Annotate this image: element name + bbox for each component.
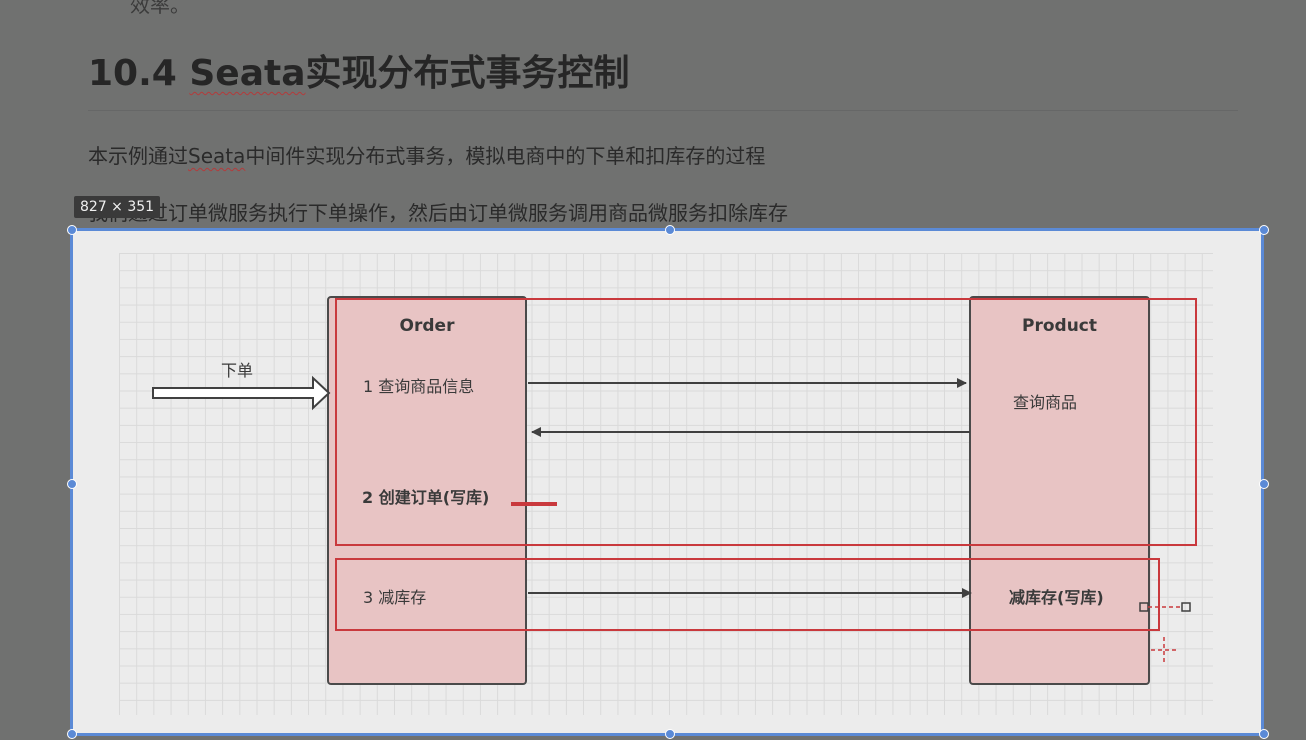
para1-prefix: 本示例通过 <box>88 144 188 168</box>
order-step1-label: 1 查询商品信息 <box>363 377 475 396</box>
heading-keyword: Seata <box>189 53 306 94</box>
diagram-image-selection[interactable]: Order 1 查询商品信息 2 创建订单(写库) 3 减库存 Product … <box>67 225 1269 739</box>
resize-handle-bottom-center[interactable] <box>665 729 675 739</box>
entry-arrow <box>152 375 331 411</box>
resize-handle-top-left[interactable] <box>67 225 77 235</box>
document-top-fragment: 效率。 <box>130 0 190 17</box>
resize-handle-top-right[interactable] <box>1259 225 1269 235</box>
order-step2-label: 2 创建订单(写库) <box>362 488 490 507</box>
para1-rest: 中间件实现分布式事务，模拟电商中的下单和扣库存的过程 <box>245 144 766 168</box>
heading-divider <box>88 110 1238 111</box>
product-reduce-label: 减库存(写库) <box>1009 588 1104 607</box>
order-step3-label: 3 减库存 <box>363 588 427 607</box>
product-service-box: Product <box>969 296 1150 685</box>
paragraph-intro: 本示例通过Seata中间件实现分布式事务，模拟电商中的下单和扣库存的过程 <box>88 144 765 168</box>
connector-handle-marks <box>1139 602 1191 663</box>
highlight-underline-mark <box>511 502 557 506</box>
entry-order-label: 下单 <box>221 361 254 380</box>
resize-handle-bottom-left[interactable] <box>67 729 77 739</box>
highlight-transaction-group <box>335 298 1197 546</box>
heading-number: 10.4 <box>88 53 190 94</box>
selection-size-badge: 827 × 351 <box>74 196 161 218</box>
resize-handle-middle-right[interactable] <box>1259 479 1269 489</box>
heading-rest: 实现分布式事务控制 <box>305 53 630 94</box>
diagram-connectors <box>152 375 1191 663</box>
highlight-reduce-stock <box>335 558 1160 631</box>
order-service-box: Order <box>327 296 527 685</box>
para1-keyword: Seata <box>188 144 246 168</box>
order-title: Order <box>399 316 455 336</box>
resize-handle-middle-left[interactable] <box>67 479 77 489</box>
product-query-label: 查询商品 <box>1013 393 1078 412</box>
resize-handle-top-center[interactable] <box>665 225 675 235</box>
section-heading: 10.4 Seata实现分布式事务控制 <box>88 52 630 96</box>
paragraph-flow: 我们通过订单微服务执行下单操作，然后由订单微服务调用商品微服务扣除库存 <box>88 201 788 225</box>
resize-handle-bottom-right[interactable] <box>1259 729 1269 739</box>
product-title: Product <box>1022 316 1097 336</box>
